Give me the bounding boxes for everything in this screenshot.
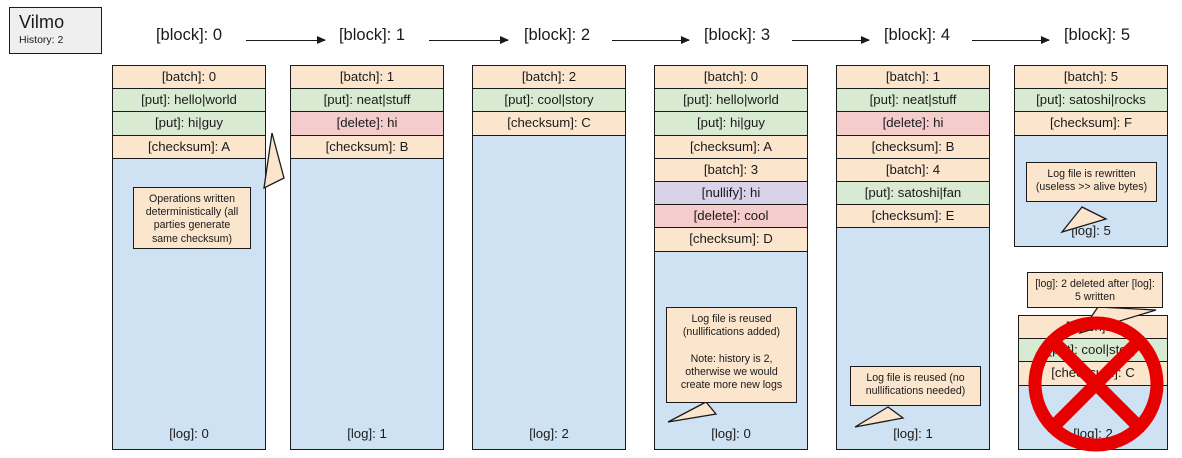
log-entry-row: [checksum]: A — [113, 135, 265, 159]
log-entry-row: [delete]: hi — [837, 112, 989, 136]
log-file-label: [log]: 1 — [893, 426, 933, 441]
log-entry-row: [batch]: 2 — [1019, 316, 1167, 340]
block-header-5: [block]: 5 — [1063, 26, 1131, 44]
log-entry-row: [put]: hello|world — [113, 89, 265, 113]
callout-0: Operations written deterministically (al… — [133, 187, 251, 249]
log-column-1: [batch]: 1 [put]: neat|stuff [delete]: h… — [290, 65, 444, 450]
legend-history-label: History: 2 — [19, 34, 64, 46]
log-entry-row: [batch]: 2 — [473, 66, 625, 90]
log-entry-row: [put]: cool|story — [473, 89, 625, 113]
block-arrow-2-3 — [612, 36, 690, 46]
log-entry-row: [batch]: 1 — [837, 66, 989, 90]
log-entry-row: [checksum]: F — [1015, 112, 1167, 136]
log-entry-row: [delete]: cool — [655, 205, 807, 229]
log-entry-row: [put]: neat|stuff — [291, 89, 443, 113]
callout-5: Log file is rewritten (useless >> alive … — [1026, 162, 1157, 202]
block-arrow-3-4 — [792, 36, 870, 46]
log-entry-row: [checksum]: B — [291, 135, 443, 159]
block-header-1: [block]: 1 — [338, 26, 406, 44]
block-arrow-0-1 — [246, 36, 326, 46]
log-entry-row: [put]: hi|guy — [655, 112, 807, 136]
log-entry-row: [put]: satoshi|rocks — [1015, 89, 1167, 113]
log-entry-row: [checksum]: E — [837, 205, 989, 229]
log-file-label: [log]: 2 — [529, 426, 569, 441]
log-entry-row: [nullify]: hi — [655, 181, 807, 206]
log-entry-row: [batch]: 0 — [113, 66, 265, 90]
log-file-label: [log]: 2 — [1073, 426, 1113, 441]
log-entry-row: [batch]: 1 — [291, 66, 443, 90]
log-entry-row: [batch]: 4 — [837, 158, 989, 182]
block-arrow-1-2 — [429, 36, 509, 46]
legend-title: Vilmo — [19, 12, 65, 32]
log-column-5: [batch]: 5 [put]: satoshi|rocks [checksu… — [1014, 65, 1168, 247]
log-column-3: [batch]: 0 [put]: hello|world [put]: hi|… — [654, 65, 808, 450]
log-entry-row: [batch]: 3 — [655, 158, 807, 182]
log-entry-row: [checksum]: C — [1019, 362, 1167, 386]
log-file-label: [log]: 0 — [711, 426, 751, 441]
log-entry-row: [delete]: hi — [291, 112, 443, 136]
log-entry-row: [checksum]: D — [655, 228, 807, 252]
block-header-3: [block]: 3 — [703, 26, 771, 44]
log-entry-row: [batch]: 5 — [1015, 66, 1167, 90]
callout-3: Log file is reused (nullifications added… — [666, 307, 797, 403]
log-entry-row: [put]: neat|stuff — [837, 89, 989, 113]
legend-box: Vilmo History: 2 — [9, 7, 102, 54]
log-file-label: [log]: 0 — [169, 426, 209, 441]
log-entry-row: [put]: hi|guy — [113, 112, 265, 136]
log-entry-row: [put]: hello|world — [655, 89, 807, 113]
log-entry-row: [put]: cool|story — [1019, 339, 1167, 363]
log-file-label: [log]: 1 — [347, 426, 387, 441]
log-column-2: [batch]: 2 [put]: cool|story [checksum]:… — [472, 65, 626, 450]
block-header-4: [block]: 4 — [883, 26, 951, 44]
log-entry-row: [put]: satoshi|fan — [837, 181, 989, 206]
log-entry-row: [checksum]: B — [837, 135, 989, 159]
deleted-log-column: [batch]: 2 [put]: cool|story [checksum]:… — [1018, 315, 1168, 450]
log-entry-row: [checksum]: A — [655, 135, 807, 159]
log-file-label: [log]: 5 — [1071, 223, 1111, 238]
block-header-2: [block]: 2 — [523, 26, 591, 44]
block-arrow-4-5 — [972, 36, 1050, 46]
log-column-0: [batch]: 0 [put]: hello|world [put]: hi|… — [112, 65, 266, 450]
callout-deleted: [log]: 2 deleted after [log]: 5 written — [1027, 272, 1163, 308]
callout-4: Log file is reused (no nullifications ne… — [850, 366, 981, 406]
block-header-0: [block]: 0 — [155, 26, 223, 44]
log-entry-row: [batch]: 0 — [655, 66, 807, 90]
log-entry-row: [checksum]: C — [473, 112, 625, 136]
